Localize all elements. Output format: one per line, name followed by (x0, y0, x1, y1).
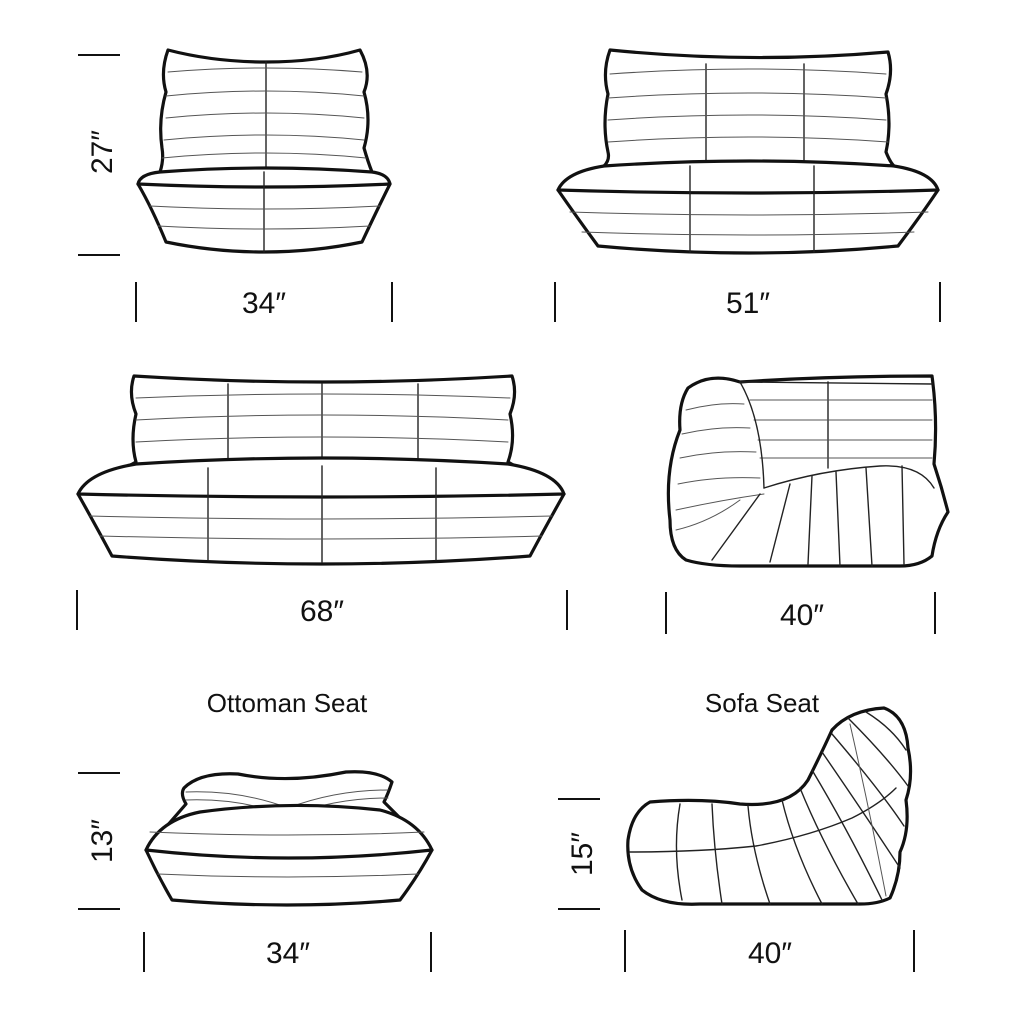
lounge-chair-drawing (136, 48, 392, 254)
loveseat-drawing (556, 48, 940, 255)
ottoman-height-label: 13″ (86, 819, 119, 863)
ottoman-caption: Ottoman Seat (207, 688, 368, 718)
corner-width-label: 40″ (780, 599, 824, 632)
chair-width-label: 34″ (242, 287, 286, 320)
sofa-seat-drawing (626, 706, 913, 906)
sofa-seat-height-label: 15″ (566, 832, 599, 876)
sofa-seat-caption: Sofa Seat (705, 688, 820, 718)
three-seat-sofa-drawing (76, 374, 566, 566)
sofa-seat-width-label: 40″ (748, 937, 792, 970)
corner-unit-drawing (666, 374, 950, 568)
chair-height-label: 27″ (86, 130, 119, 174)
ottoman-drawing (144, 770, 434, 907)
loveseat-width-label: 51″ (726, 287, 770, 320)
sofa-width-label: 68″ (300, 595, 344, 628)
ottoman-width-label: 34″ (266, 937, 310, 970)
